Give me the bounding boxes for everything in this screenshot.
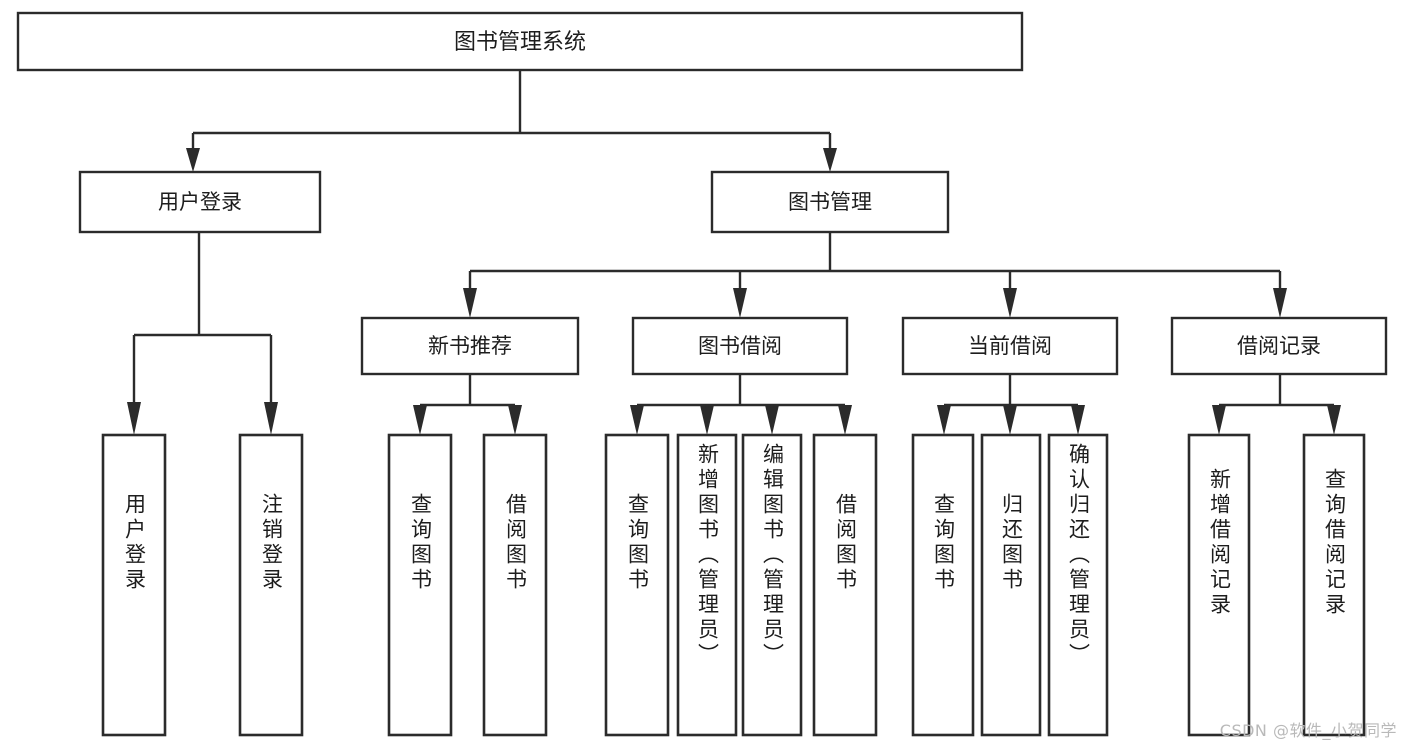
node-new-book-recommend-box[interactable] <box>360 316 580 376</box>
node-leaf-borrow-book-1-box[interactable] <box>482 433 548 737</box>
node-user-login-box[interactable] <box>78 170 322 234</box>
node-new-book-recommend[interactable]: 新书推荐 <box>360 316 580 376</box>
node-leaf-logout-login-box[interactable] <box>238 433 304 737</box>
arrow-head-current-borrow <box>1003 288 1017 318</box>
node-borrow-record-label: 借阅记录 <box>1237 334 1321 358</box>
arrow-head-book-borrow <box>733 288 747 318</box>
node-leaf-query-record-box[interactable] <box>1302 433 1366 737</box>
node-book-management[interactable]: 图书管理 <box>710 170 950 234</box>
arrow-head-leaf-confirm-return <box>1071 405 1085 435</box>
arrow-head-leaf-query-record <box>1327 405 1341 435</box>
arrow-head-new-book-recommend <box>463 288 477 318</box>
node-current-borrow-box[interactable] <box>901 316 1119 376</box>
node-leaf-add-book-box[interactable] <box>676 433 738 737</box>
arrow-head-leaf-return-book <box>1003 405 1017 435</box>
node-current-borrow[interactable]: 当前借阅 <box>901 316 1119 376</box>
node-leaf-return-book-box[interactable] <box>980 433 1042 737</box>
node-new-book-recommend-label: 新书推荐 <box>428 334 512 358</box>
node-leaf-query-book-3-box[interactable] <box>911 433 975 737</box>
node-book-management-box[interactable] <box>710 170 950 234</box>
watermark-text: CSDN @软件_小贺同学 <box>1219 721 1397 740</box>
arrow-head-leaf-borrow-book-1 <box>508 405 522 435</box>
arrow-head-book-management <box>823 148 837 172</box>
node-book-borrow-label: 图书借阅 <box>698 334 782 358</box>
node-leaf-confirm-return-box[interactable] <box>1047 433 1109 737</box>
arrow-head-leaf-user-login <box>127 402 141 435</box>
node-root-box[interactable] <box>16 11 1024 72</box>
node-borrow-record[interactable]: 借阅记录 <box>1170 316 1388 376</box>
node-current-borrow-label: 当前借阅 <box>968 334 1052 358</box>
node-leaf-query-book-1-box[interactable] <box>387 433 453 737</box>
node-root[interactable]: 图书管理系统 <box>16 11 1024 72</box>
node-user-login-label: 用户登录 <box>158 190 242 214</box>
node-book-borrow[interactable]: 图书借阅 <box>631 316 849 376</box>
arrow-head-leaf-borrow-book-2 <box>838 405 852 435</box>
node-book-management-label: 图书管理 <box>788 190 872 214</box>
arrow-head-leaf-query-book-3 <box>937 405 951 435</box>
connector-layer <box>127 70 1341 435</box>
node-leaf-edit-book-box[interactable] <box>741 433 803 737</box>
arrow-head-leaf-edit-book <box>765 405 779 435</box>
node-borrow-record-box[interactable] <box>1170 316 1388 376</box>
node-user-login[interactable]: 用户登录 <box>78 170 322 234</box>
leaf-box-layer <box>101 433 1366 737</box>
node-leaf-user-login-box[interactable] <box>101 433 167 737</box>
arrow-head-leaf-query-book-1 <box>413 405 427 435</box>
arrow-head-leaf-query-book-2 <box>630 405 644 435</box>
node-leaf-borrow-book-2-box[interactable] <box>812 433 878 737</box>
arrow-head-user-login <box>186 148 200 172</box>
node-root-label: 图书管理系统 <box>454 30 586 55</box>
node-book-borrow-box[interactable] <box>631 316 849 376</box>
arrow-head-borrow-record <box>1273 288 1287 318</box>
node-leaf-query-book-2-box[interactable] <box>604 433 670 737</box>
arrow-head-leaf-add-record <box>1212 405 1226 435</box>
arrow-head-leaf-logout-login <box>264 402 278 435</box>
node-leaf-add-record-box[interactable] <box>1187 433 1251 737</box>
arrow-head-leaf-add-book <box>700 405 714 435</box>
